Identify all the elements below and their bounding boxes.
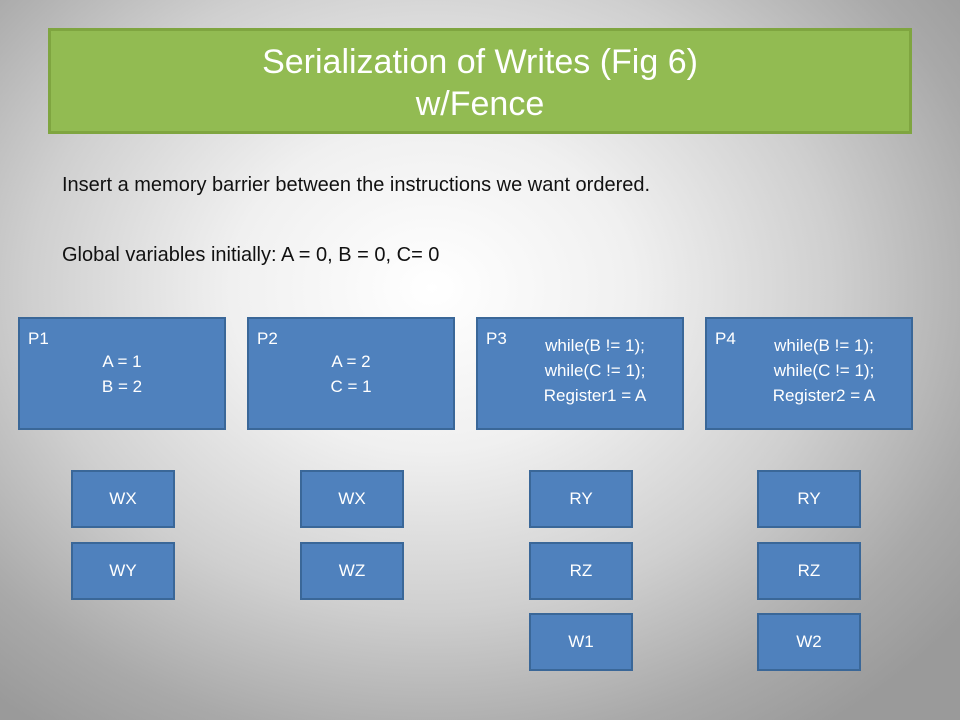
code-line: while(B != 1); bbox=[545, 336, 645, 355]
processor-box-p4: P4 while(B != 1); while(C != 1); Registe… bbox=[705, 317, 913, 430]
code-line: A = 2 bbox=[331, 352, 371, 371]
slide-title: Serialization of Writes (Fig 6) w/Fence bbox=[48, 28, 912, 134]
processor-label: P4 bbox=[715, 329, 736, 348]
op-box-p2-wz: WZ bbox=[300, 542, 404, 600]
code-line: while(B != 1); bbox=[774, 336, 874, 355]
code-line: C = 1 bbox=[330, 377, 372, 396]
processor-code: while(B != 1); while(C != 1); Register2 … bbox=[707, 333, 911, 408]
op-box-p1-wx: WX bbox=[71, 470, 175, 528]
op-box-p3-rz: RZ bbox=[529, 542, 633, 600]
op-box-p3-ry: RY bbox=[529, 470, 633, 528]
processor-label: P3 bbox=[486, 329, 507, 348]
op-box-p2-wx: WX bbox=[300, 470, 404, 528]
op-box-p3-w1: W1 bbox=[529, 613, 633, 671]
processor-label: P1 bbox=[28, 329, 49, 348]
processor-box-p1: P1 A = 1 B = 2 bbox=[18, 317, 226, 430]
code-line: Register2 = A bbox=[772, 386, 876, 405]
processor-label: P2 bbox=[257, 329, 278, 348]
code-line: A = 1 bbox=[102, 352, 142, 371]
processor-code: A = 1 B = 2 bbox=[20, 349, 224, 399]
slide-title-line1: Serialization of Writes (Fig 6) bbox=[262, 43, 698, 81]
op-box-p1-wy: WY bbox=[71, 542, 175, 600]
op-box-p4-w2: W2 bbox=[757, 613, 861, 671]
code-line: B = 2 bbox=[101, 377, 143, 396]
slide-title-line2: w/Fence bbox=[415, 85, 545, 123]
processor-box-p2: P2 A = 2 C = 1 bbox=[247, 317, 455, 430]
processor-box-p3: P3 while(B != 1); while(C != 1); Registe… bbox=[476, 317, 684, 430]
code-line: Register1 = A bbox=[543, 386, 647, 405]
processor-code: A = 2 C = 1 bbox=[249, 349, 453, 399]
instruction-text: Insert a memory barrier between the inst… bbox=[62, 174, 651, 196]
code-line: while(C != 1); bbox=[544, 361, 646, 380]
op-box-p4-ry: RY bbox=[757, 470, 861, 528]
op-box-p4-rz: RZ bbox=[757, 542, 861, 600]
globals-text: Global variables initially: A = 0, B = 0… bbox=[62, 244, 440, 266]
processor-code: while(B != 1); while(C != 1); Register1 … bbox=[478, 333, 682, 408]
code-line: while(C != 1); bbox=[773, 361, 875, 380]
